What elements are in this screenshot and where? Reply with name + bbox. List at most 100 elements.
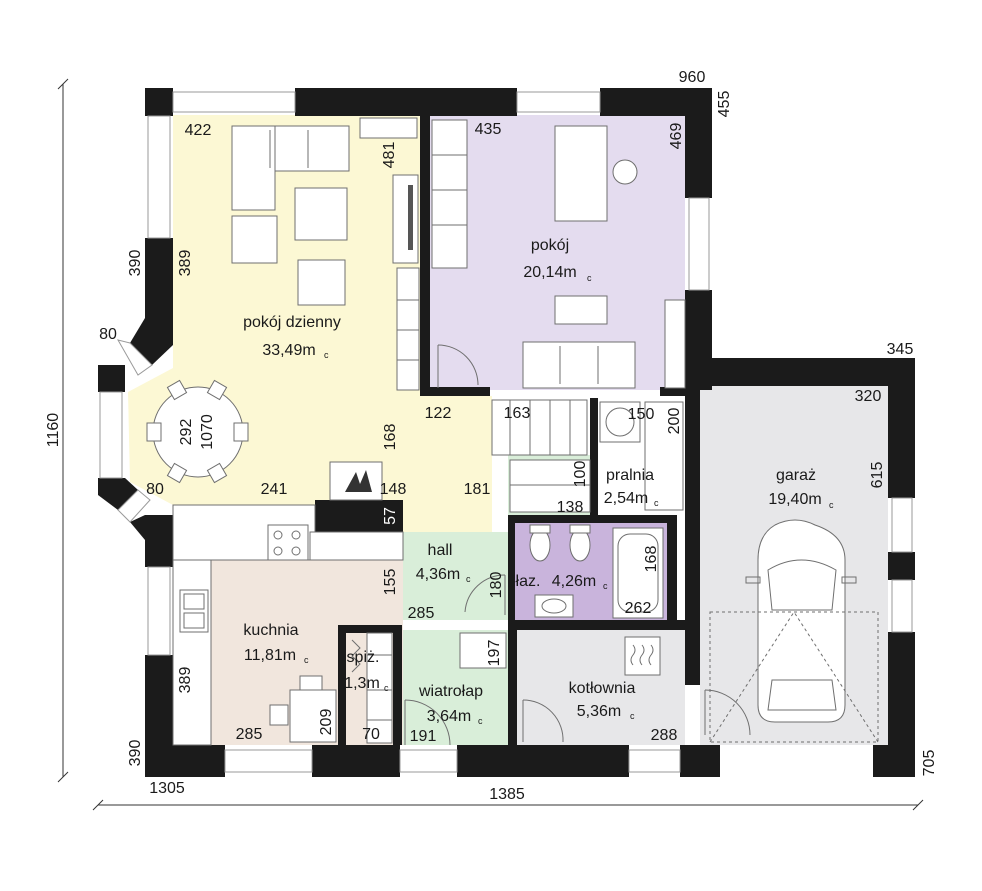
bath-name: łaz.	[516, 573, 541, 590]
dim-100: 100	[572, 461, 589, 488]
dim-80-bottom: 80	[146, 481, 164, 498]
dim-191: 191	[410, 728, 437, 745]
living-room-area: 33,49m	[262, 342, 315, 359]
vestibule-area: 3,64m	[427, 708, 471, 725]
wall	[685, 88, 712, 198]
wall	[130, 515, 173, 540]
armchair-icon	[297, 259, 346, 306]
wall	[420, 387, 490, 396]
dim-total-height: 1160	[45, 413, 62, 448]
dim-285-kitchen: 285	[236, 726, 263, 743]
dim-241: 241	[261, 481, 288, 498]
toilet-icon	[529, 524, 551, 562]
dimension-lines	[57, 78, 924, 811]
bookshelf-icon	[431, 119, 468, 269]
dim-615: 615	[869, 462, 886, 489]
wall	[873, 745, 915, 777]
dim-288: 288	[651, 727, 678, 744]
room-labels: pokój dzienny 33,49m c pokój 20,14m c ga…	[243, 237, 834, 726]
dimension-labels: 1385 1160 960 455 345 1305 705 390 390 8…	[45, 69, 938, 803]
boiler-name: kotłownia	[569, 680, 636, 697]
door-arc	[437, 344, 479, 386]
dim-163: 163	[504, 405, 531, 422]
wall	[508, 515, 515, 627]
laundry-cabinet-icon	[644, 401, 684, 511]
sofa-icon	[231, 125, 350, 211]
dim-total-width: 1385	[489, 786, 525, 803]
garage-unit: c	[829, 500, 834, 510]
window	[172, 91, 296, 113]
chair-icon	[269, 704, 289, 726]
wall	[888, 358, 915, 498]
dim-1305: 1305	[149, 780, 185, 797]
wall	[98, 478, 138, 510]
wall	[315, 500, 403, 532]
living-room-name: pokój dzienny	[243, 314, 341, 331]
pantry-name: spiż.	[347, 649, 380, 666]
window	[147, 115, 171, 239]
wall	[685, 358, 915, 386]
wall	[457, 745, 547, 777]
wall	[685, 385, 700, 685]
wall	[508, 515, 670, 523]
shelf-icon	[359, 117, 418, 139]
laundry-unit: c	[654, 498, 659, 508]
window	[891, 497, 913, 553]
door-arc	[704, 689, 751, 736]
low-table-icon	[554, 295, 608, 325]
dim-57: 57	[382, 507, 399, 525]
dim-181: 181	[464, 481, 491, 498]
dim-285-hall: 285	[408, 605, 435, 622]
bathtub-icon	[612, 527, 664, 619]
vestibule-name: wiatrołap	[418, 683, 483, 700]
dim-80-top: 80	[99, 326, 117, 343]
wall	[660, 387, 700, 396]
chair-icon	[612, 159, 638, 185]
chair-icon	[299, 675, 323, 691]
pantry-unit: c	[384, 683, 389, 693]
dim-138: 138	[557, 499, 584, 516]
hall-area: 4,36m	[416, 566, 460, 583]
living-room-unit: c	[324, 350, 329, 360]
dim-481: 481	[381, 142, 398, 169]
wall	[312, 745, 400, 777]
wall	[680, 745, 720, 777]
doors	[351, 344, 751, 746]
stairs-icon	[491, 399, 591, 513]
furniture	[146, 117, 879, 746]
walls	[98, 88, 915, 777]
room-unit: c	[587, 273, 592, 283]
dim-455: 455	[716, 91, 733, 118]
hall-unit: c	[466, 574, 471, 584]
door-arc	[464, 574, 506, 613]
car-icon	[745, 519, 857, 723]
hall-name: hall	[428, 542, 453, 559]
dim-345: 345	[887, 341, 914, 358]
door-zigzag	[351, 639, 361, 673]
dim-122: 122	[425, 405, 452, 422]
window	[688, 197, 710, 291]
wall	[145, 655, 173, 777]
dim-320: 320	[855, 388, 882, 405]
desk-icon	[554, 125, 608, 222]
wall	[338, 625, 346, 745]
dim-469: 469	[668, 123, 685, 150]
wall	[98, 365, 125, 392]
window	[116, 339, 153, 376]
window	[628, 749, 681, 773]
stove-icon	[267, 524, 309, 561]
washbasin-icon	[534, 594, 574, 618]
door-arc	[522, 699, 564, 743]
wall	[338, 625, 393, 633]
vestibule-unit: c	[478, 716, 483, 726]
bath-area: 4,26m	[552, 573, 596, 590]
wall	[590, 398, 598, 515]
dining-table-icon	[146, 379, 249, 484]
dim-168-bath: 168	[643, 546, 660, 573]
kitchen-area: 11,81m	[244, 647, 296, 664]
window	[99, 391, 123, 479]
dim-180: 180	[488, 572, 505, 599]
dim-209: 209	[318, 709, 335, 736]
kitchen-name: kuchnia	[243, 622, 298, 639]
cabinet-icon	[664, 299, 686, 389]
